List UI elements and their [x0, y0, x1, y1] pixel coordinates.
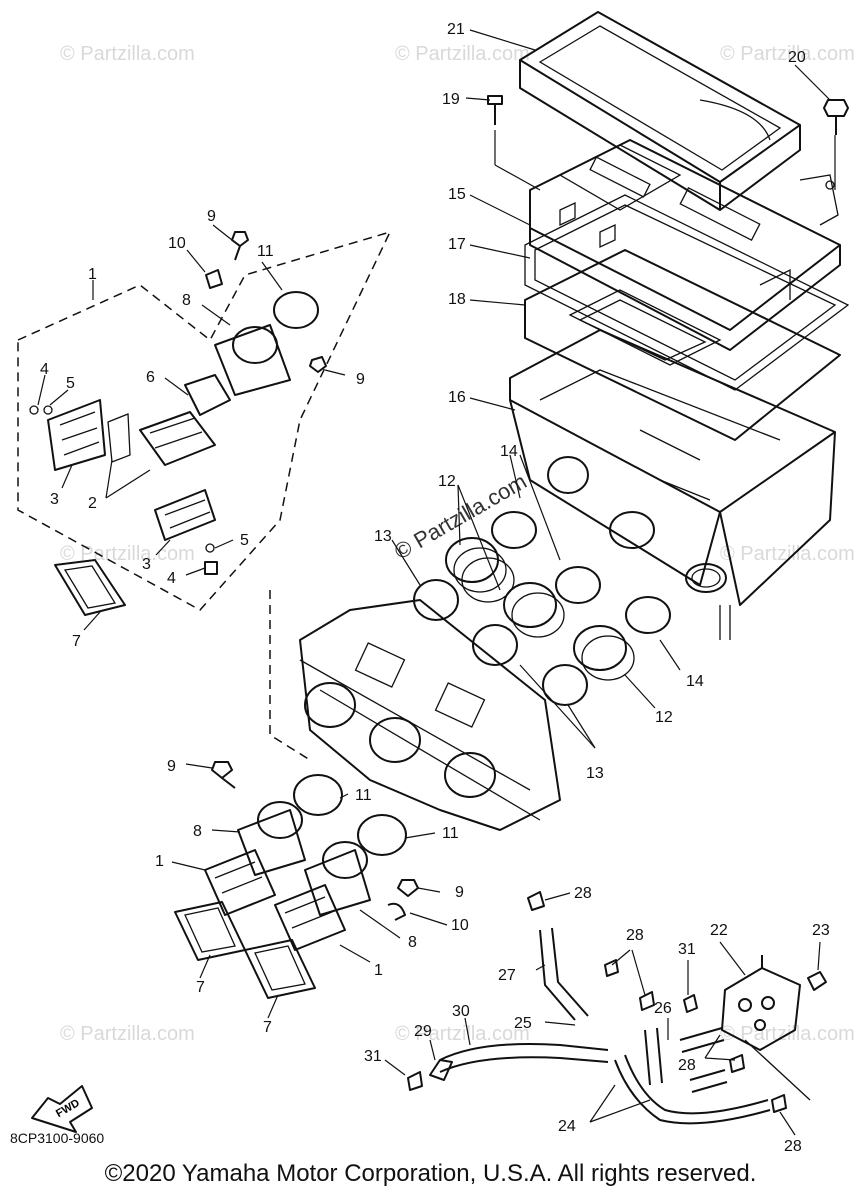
screw	[487, 95, 503, 125]
reed-valve-group	[17, 230, 392, 616]
hose-clamp	[491, 456, 671, 634]
copyright-notice: ©2020 Yamaha Motor Corporation, U.S.A. A…	[104, 1160, 757, 1187]
callout-label: 9	[207, 208, 216, 225]
callout-label: 25	[514, 1015, 532, 1032]
callout-label: 1	[155, 853, 164, 870]
callout-label: 1	[374, 962, 383, 979]
callout-label: 28	[574, 885, 592, 902]
callout-label: 8	[408, 934, 417, 951]
callout-label: 8	[193, 823, 202, 840]
callout-label: 4	[40, 361, 49, 378]
watermark: © Partzilla.com	[395, 1023, 530, 1045]
callout-label: 6	[146, 369, 155, 386]
callout-label: 31	[364, 1048, 382, 1065]
callout-label: 28	[678, 1057, 696, 1074]
callout-label: 8	[182, 292, 191, 309]
callout-label: 26	[654, 1000, 672, 1017]
callout-label: 14	[500, 443, 518, 460]
callout-label: 5	[66, 375, 75, 392]
carburetor-assembly	[269, 590, 561, 831]
callout-label: 29	[414, 1023, 432, 1040]
carburetor-joint	[445, 537, 635, 681]
callout-label: 21	[447, 21, 465, 38]
callout-label: 10	[451, 917, 469, 934]
callout-label: 11	[442, 825, 459, 842]
air-cleaner-assembly	[413, 11, 850, 706]
callout-label: 19	[442, 91, 460, 108]
callout-label: 24	[558, 1118, 576, 1135]
callout-label: 12	[655, 709, 673, 726]
gasket	[524, 194, 850, 391]
callout-label: 28	[626, 927, 644, 944]
air-cleaner-cover	[519, 11, 801, 211]
callout-label: 7	[72, 633, 81, 650]
callout-label: 3	[50, 491, 59, 508]
callout-label: 1	[88, 266, 97, 283]
callout-label: 20	[788, 49, 806, 66]
fuel-pump-group	[407, 891, 827, 1125]
callout-labels: 21 20 19 15 17 18 16 14 12 13 14 12 13 1…	[40, 21, 830, 1155]
callout-label: 14	[686, 673, 704, 690]
callout-label: 9	[455, 884, 464, 901]
air-cleaner-case-upper	[529, 139, 841, 351]
diagram-code: 8CP3100-9060	[10, 1130, 105, 1146]
callout-label: 27	[498, 967, 516, 984]
watermark: © Partzilla.com	[720, 543, 855, 565]
watermark: © Partzilla.com	[395, 43, 530, 65]
watermark: © Partzilla.com	[720, 43, 855, 65]
watermark: © Partzilla.com	[60, 43, 195, 65]
callout-label: 31	[678, 941, 696, 958]
callout-label: 9	[356, 371, 365, 388]
callout-label: 16	[448, 389, 466, 406]
callout-label: 18	[448, 291, 466, 308]
bolt	[823, 99, 849, 135]
callout-label: 15	[448, 186, 466, 203]
air-cleaner-case-lower	[509, 329, 836, 640]
callout-label: 3	[142, 556, 151, 573]
callout-label: 13	[586, 765, 604, 782]
callout-label: 9	[167, 758, 176, 775]
callout-label: 5	[240, 532, 249, 549]
callout-label: 30	[452, 1003, 470, 1020]
callout-label: 11	[355, 787, 372, 804]
callout-label: 28	[784, 1138, 802, 1155]
callout-label: 4	[167, 570, 176, 587]
callout-label: 12	[438, 473, 456, 490]
watermark: © Partzilla.com	[60, 1023, 195, 1045]
lower-intake-group	[174, 761, 419, 999]
callout-label: 10	[168, 235, 186, 252]
callout-label: 11	[257, 243, 274, 260]
forward-direction-arrow: FWD	[31, 1085, 93, 1133]
leader-lines	[37, 29, 836, 1136]
callout-label: 22	[710, 922, 728, 939]
callout-label: 2	[88, 495, 97, 512]
callout-label: 7	[263, 1019, 272, 1036]
callout-label: 17	[448, 236, 466, 253]
center-watermark: © Partzilla.com	[390, 469, 531, 565]
callout-label: 7	[196, 979, 205, 996]
callout-label: 23	[812, 922, 830, 939]
callout-label: 13	[374, 528, 392, 545]
